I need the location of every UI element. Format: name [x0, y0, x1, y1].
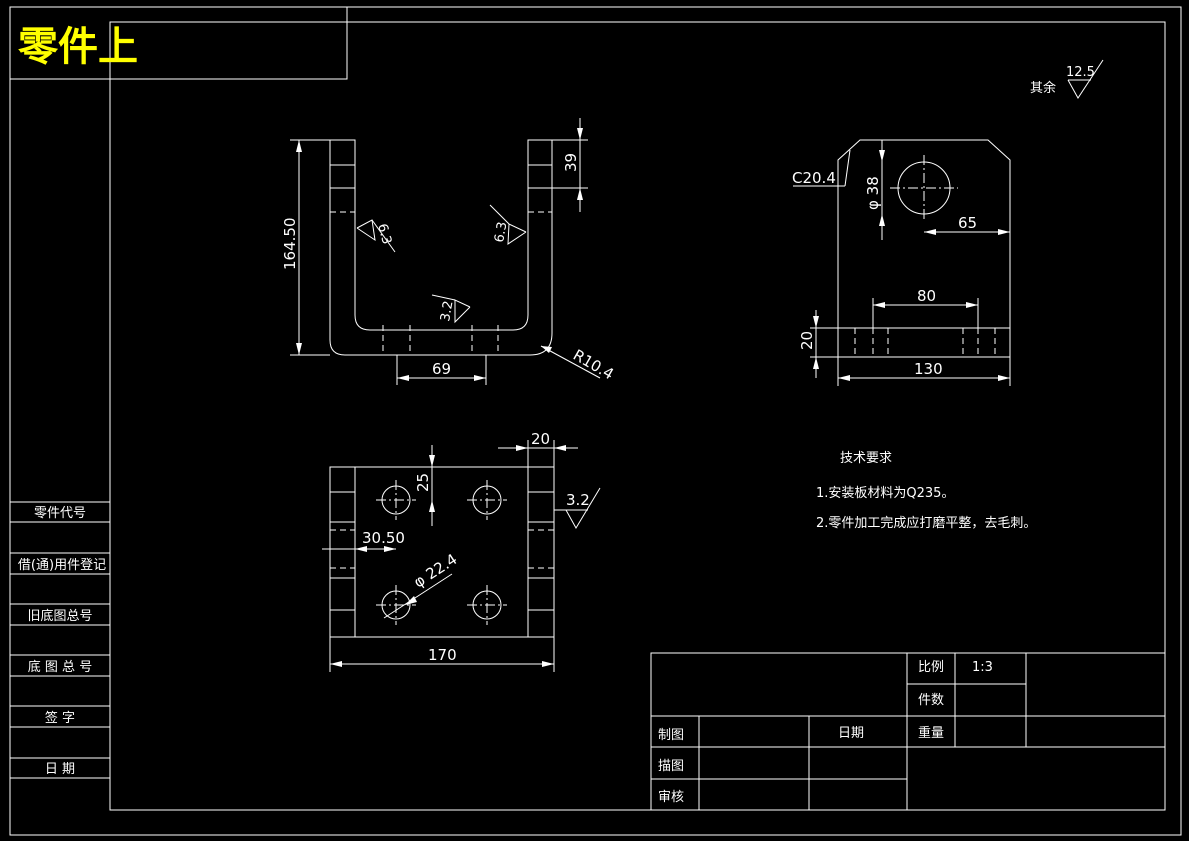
general-roughness-value: 12.5: [1066, 65, 1095, 80]
dim-thickness: 20: [798, 331, 816, 350]
dim-top: 39: [562, 153, 580, 172]
side-view: C20.4 φ 38 65 80 20 130: [792, 139, 1011, 386]
scale-value: 1:3: [972, 660, 993, 675]
dim-edge: 20: [531, 430, 550, 448]
tech-item: 2.零件加工完成应打磨平整，去毛刺。: [816, 515, 1036, 531]
row-label: 制图: [658, 728, 684, 743]
strip-label: 零件代号: [34, 506, 86, 521]
count-label: 件数: [918, 693, 944, 708]
dim-hole-dia: φ 38: [864, 176, 882, 210]
general-roughness-label: 其余: [1030, 80, 1056, 96]
inner-border: [109, 21, 1166, 811]
tech-item: 1.安装板材料为Q235。: [816, 486, 954, 501]
roughness-value: 3.2: [438, 300, 456, 323]
title-box: [9, 6, 348, 80]
front-view: 164.50 39 69 R10.4 6.3 6.3 3.2: [281, 118, 617, 385]
roughness-value: 3.2: [566, 491, 590, 509]
scale-label: 比例: [918, 660, 944, 675]
strip-label: 底 图 总 号: [28, 659, 92, 675]
dim-width: 170: [428, 646, 457, 664]
title-block: 比例 1:3 件数 重量 日期 制图 描图 审核: [650, 652, 1166, 811]
strip-label: 旧底图总号: [27, 608, 92, 624]
strip-label: 签 字: [45, 710, 75, 726]
drawing-title: 零件上: [18, 24, 138, 70]
dim-width: 130: [914, 360, 943, 378]
tech-requirements: 技术要求 1.安装板材料为Q235。 2.零件加工完成应打磨平整，去毛刺。: [816, 451, 1036, 531]
roughness-value: 6.3: [374, 222, 394, 246]
top-view: 20 25 30.50 φ 22.4 170 3.2: [322, 430, 601, 672]
dim-chamfer: C20.4: [792, 169, 836, 187]
dim-slot: 80: [917, 287, 936, 305]
dim-hole-y: 25: [414, 473, 432, 492]
strip-label: 借(通)用件登记: [18, 558, 106, 573]
dim-height: 164.50: [281, 218, 299, 271]
dim-bottom-width: 69: [432, 360, 451, 378]
left-strip: 零件代号 借(通)用件登记 旧底图总号 底 图 总 号 签 字 日 期: [10, 501, 110, 779]
weight-label: 重量: [918, 725, 944, 741]
roughness-value: 6.3: [492, 221, 510, 244]
dim-radius: R10.4: [570, 346, 617, 384]
dim-hole-x: 30.50: [362, 529, 405, 547]
tech-heading: 技术要求: [840, 451, 892, 466]
outer-border: [9, 6, 1182, 836]
general-roughness: 其余 12.5: [1030, 59, 1104, 99]
row-label: 审核: [658, 790, 684, 805]
dim-hole-offset: 65: [958, 214, 977, 232]
date-label: 日期: [838, 726, 864, 741]
strip-label: 日 期: [45, 762, 75, 777]
row-label: 描图: [658, 759, 684, 774]
